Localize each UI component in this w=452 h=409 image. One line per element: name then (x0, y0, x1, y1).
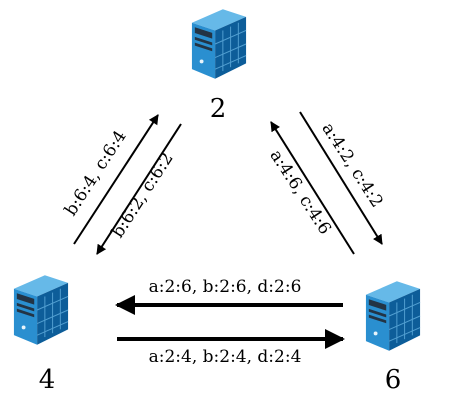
server-6-icon (365, 280, 421, 352)
server-2-icon (191, 8, 247, 80)
edge-label-6-to-4: a:2:6, b:2:6, d:2:6 (149, 277, 302, 297)
edge-label-2-to-4: b:6:2, c:6:2 (108, 149, 178, 242)
node-label-6: 6 (385, 365, 402, 395)
edge-label-6-to-2: a:4:6, c:4:6 (265, 146, 334, 238)
arrow-6-to-2 (270, 121, 355, 255)
node-label-4: 4 (39, 365, 56, 395)
arrow-4-to-2 (73, 114, 159, 245)
arrow-2-to-6 (299, 111, 383, 245)
edge-label-4-to-6: a:2:4, b:2:4, d:2:4 (149, 347, 302, 367)
server-4-icon (13, 274, 69, 346)
arrow-2-to-4 (96, 123, 182, 255)
node-label-2: 2 (210, 94, 227, 124)
